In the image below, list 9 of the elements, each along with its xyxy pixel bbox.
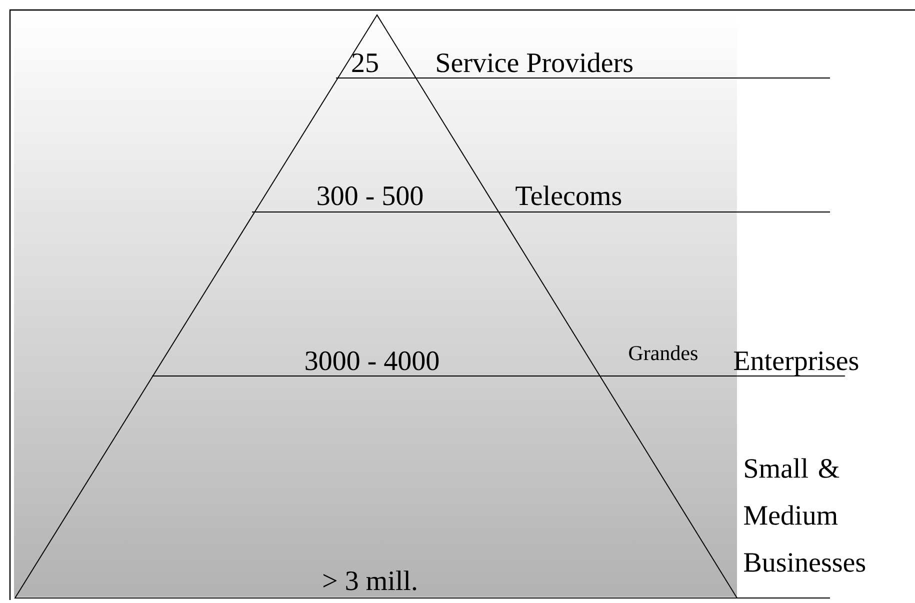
tier-count: > 3 mill. — [323, 570, 416, 590]
tier-label: Telecoms — [516, 186, 622, 206]
tier-label: Grandes — [629, 345, 698, 360]
tier-label: Service Providers — [437, 52, 632, 72]
tier-label: Small & Medium Businesses — [744, 458, 866, 572]
tier-count: 3000 - 4000 — [306, 351, 439, 370]
tier-label: Enterprises — [734, 351, 858, 376]
tier-count: 25 — [352, 53, 378, 72]
tier-count: 300 - 500 — [318, 186, 423, 206]
